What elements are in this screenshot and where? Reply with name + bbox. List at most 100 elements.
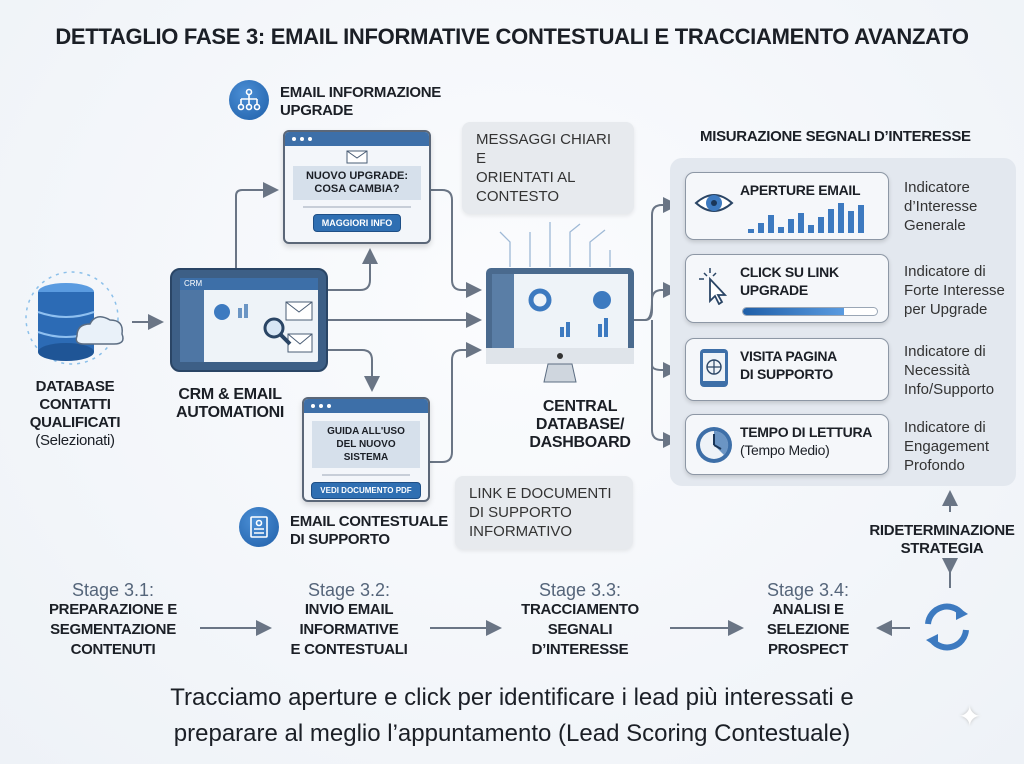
callout-line: ORIENTATI AL xyxy=(476,169,576,186)
stage-line: SEGNALI xyxy=(547,621,613,638)
maggiori-info-button[interactable]: MAGGIORI INFO xyxy=(312,214,402,232)
strategy-line1: RIDETERMINAZIONE xyxy=(869,522,1015,539)
database-cloud-icon xyxy=(25,271,124,365)
indicator-line: Generale xyxy=(904,217,966,234)
email-support-label: EMAIL CONTESTUALE DI SUPPORTO xyxy=(290,513,448,549)
stage-number: Stage 3.4: xyxy=(766,580,850,600)
email-upgrade-label2: UPGRADE xyxy=(280,102,353,119)
signal-card-reading-time: TEMPO DI LETTURA (Tempo Medio) xyxy=(685,414,889,475)
crm-screen: CRM xyxy=(180,278,318,362)
email-support-label2: DI SUPPORTO xyxy=(290,531,390,548)
email-support-headline: GUIDA ALL'USO DEL NUOVO SISTEMA xyxy=(312,421,420,468)
callout-line: CONTESTO xyxy=(476,188,560,205)
open-rate-bar xyxy=(828,209,834,233)
signal-title: CLICK SU LINK UPGRADE xyxy=(740,263,839,299)
click-progress-fill xyxy=(743,308,844,315)
database-label: DATABASE CONTATTI QUALIFICATI (Seleziona… xyxy=(10,378,140,450)
indicator-line: Profondo xyxy=(904,457,965,474)
hierarchy-icon xyxy=(229,80,269,120)
open-rate-bar xyxy=(808,225,814,233)
email-support-label1: EMAIL CONTESTUALE xyxy=(290,513,448,530)
open-rate-bars xyxy=(748,203,864,233)
indicator-line: Indicatore di xyxy=(904,263,986,280)
signal-card-support-page: VISITA PAGINA DI SUPPORTO xyxy=(685,338,889,401)
signals-header: MISURAZIONE SEGNALI D’INTERESSE xyxy=(700,128,971,145)
indicator-line: Indicatore xyxy=(904,179,970,196)
eye-icon xyxy=(694,194,734,212)
open-rate-bar xyxy=(798,213,804,233)
crm-line1: CRM & EMAIL xyxy=(178,386,282,403)
signal-title2: (Tempo Medio) xyxy=(740,442,830,458)
strategy-label: RIDETERMINAZIONE STRATEGIA xyxy=(860,522,1024,558)
signal-title: TEMPO DI LETTURA (Tempo Medio) xyxy=(740,423,872,459)
stage-line: INVIO EMAIL xyxy=(304,601,394,618)
crm-tablet: CRM xyxy=(170,268,328,372)
crm-screen-header: CRM xyxy=(180,278,318,290)
clock-icon xyxy=(696,427,732,463)
indicator-line: d’Interesse xyxy=(904,198,978,215)
footer-line1: Tracciamo aperture e click per identific… xyxy=(170,684,854,711)
page-title: DETTAGLIO FASE 3: EMAIL INFORMATIVE CONT… xyxy=(55,24,969,49)
indicator-line: Necessità xyxy=(904,362,970,379)
signal-title2: DI SUPPORTO xyxy=(740,366,833,382)
headline-line1: NUOVO UPGRADE: xyxy=(305,170,409,182)
stage-line: ANALISI E xyxy=(772,601,844,618)
stage-line: PREPARAZIONE E xyxy=(48,601,178,618)
database-line1: DATABASE xyxy=(35,378,115,395)
email-support-card: GUIDA ALL'USO DEL NUOVO SISTEMA VEDI DOCU… xyxy=(302,397,430,502)
magnifier-email-icon xyxy=(214,301,313,353)
window-bar xyxy=(304,399,428,413)
crm-label: CRM & EMAIL AUTOMATIONI xyxy=(160,386,300,422)
database-line3: QUALIFICATI xyxy=(29,414,121,431)
stage-line: INFORMATIVE xyxy=(299,621,399,638)
signal-title2: UPGRADE xyxy=(740,282,808,298)
signal-title: APERTURE EMAIL xyxy=(740,182,861,198)
indicator-line: Indicatore di xyxy=(904,419,986,436)
stage-number: Stage 3.3: xyxy=(538,580,622,600)
central-line3: DASHBOARD xyxy=(529,434,631,451)
headline-line2: DEL NUOVO SISTEMA xyxy=(336,439,396,463)
dashboard-monitor-icon xyxy=(486,222,634,383)
signal-title1: CLICK SU LINK xyxy=(740,264,839,280)
stage-line: D’INTERESSE xyxy=(531,641,629,658)
cursor-click-icon xyxy=(699,268,728,305)
stage-number: Stage 3.1: xyxy=(71,580,155,600)
stage-3-3: Stage 3.3:TRACCIAMENTO SEGNALI D’INTERESSE xyxy=(480,580,680,660)
open-rate-bar xyxy=(818,217,824,233)
click-progress-bar xyxy=(742,307,878,316)
email-upgrade-card: NUOVO UPGRADE:COSA CAMBIA? MAGGIORI INFO xyxy=(283,130,431,244)
signal-card-click-link: CLICK SU LINK UPGRADE xyxy=(685,254,889,323)
database-line2: CONTATTI xyxy=(39,396,111,413)
signal-card-aperture-email: APERTURE EMAIL xyxy=(685,172,889,240)
signal-title1: VISITA PAGINA xyxy=(740,348,837,364)
indicator-line: Forte Interesse xyxy=(904,282,1005,299)
vedi-documento-pdf-button[interactable]: VEDI DOCUMENTO PDF xyxy=(311,482,421,499)
signal-title1: TEMPO DI LETTURA xyxy=(740,424,873,440)
crm-sidebar xyxy=(180,290,204,362)
stage-line: TRACCIAMENTO xyxy=(521,601,639,618)
central-label: CENTRAL DATABASE/ DASHBOARD xyxy=(510,398,650,452)
stage-line: PROSPECT xyxy=(767,641,849,658)
email-upgrade-label: EMAIL INFORMAZIONE UPGRADE xyxy=(280,84,441,120)
callout-line: LINK E DOCUMENTI xyxy=(469,485,612,502)
central-line2: DATABASE/ xyxy=(535,416,625,433)
open-rate-bar xyxy=(758,223,764,233)
callout-line: INFORMATIVO xyxy=(469,523,573,540)
signal-title: VISITA PAGINA DI SUPPORTO xyxy=(740,347,837,383)
headline-line1: GUIDA ALL'USO xyxy=(327,426,405,437)
email-upgrade-label1: EMAIL INFORMAZIONE xyxy=(280,84,441,101)
callout-line: DI SUPPORTO xyxy=(469,504,572,521)
refresh-cycle-icon[interactable] xyxy=(920,600,974,654)
stage-line: E CONTESTUALI xyxy=(290,641,408,658)
open-rate-bar xyxy=(838,203,844,233)
window-bar xyxy=(285,132,429,146)
open-rate-bar xyxy=(848,211,854,233)
